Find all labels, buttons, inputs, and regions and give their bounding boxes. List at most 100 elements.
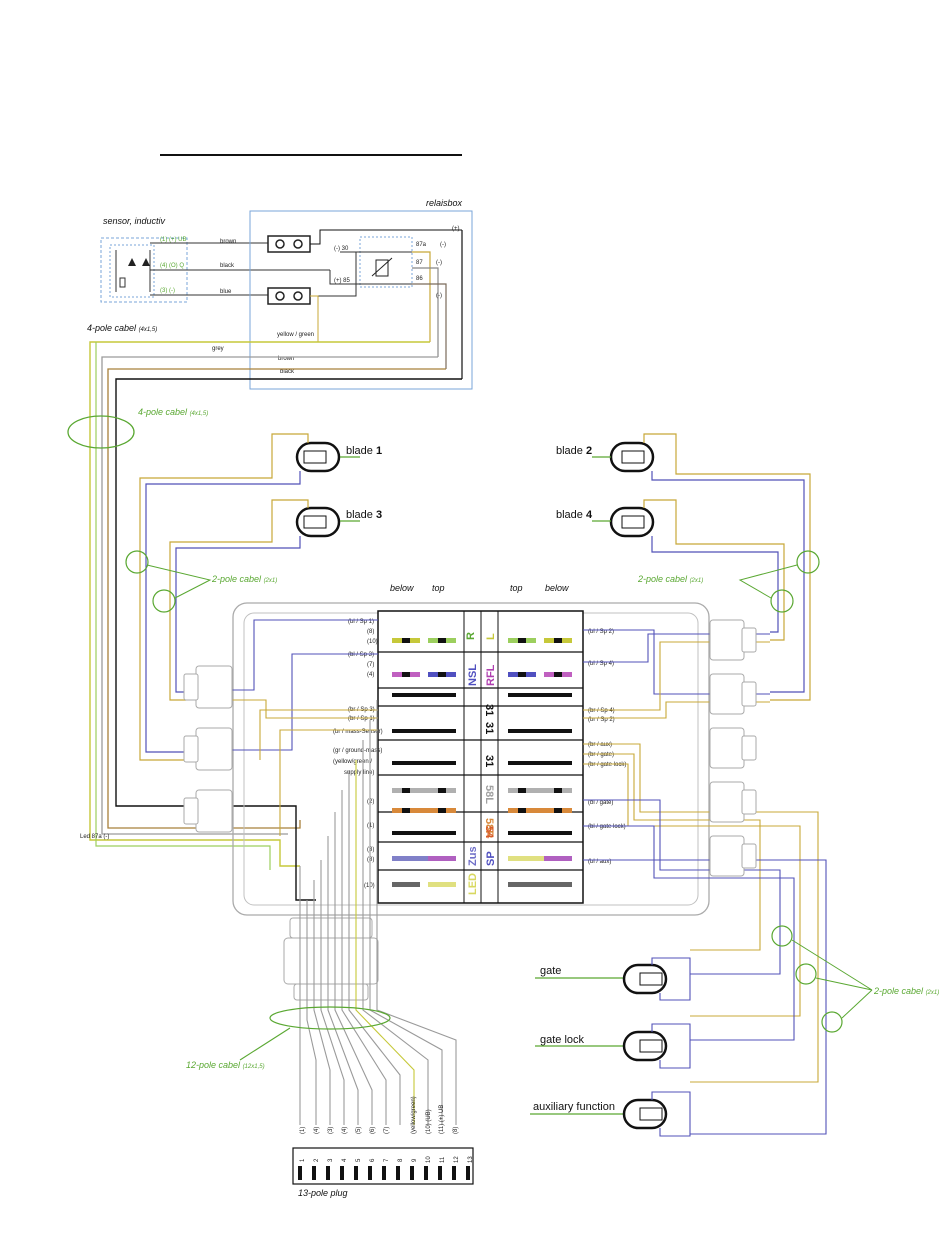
cable-marker (795, 963, 817, 985)
right-tag: (bl / aux) (588, 859, 611, 865)
two-pole-markers: 2-pole cabel (2x1) 2-pole cabel (2x1) (125, 550, 820, 613)
plug-pin-number: 6 (370, 1158, 376, 1162)
cable-label: 4-pole cabel (4x1,5) (87, 323, 157, 333)
relay-pin: 87a (416, 242, 427, 248)
lamp-blade-4[interactable]: blade 4 (556, 499, 785, 641)
cable-label: 2-pole cabel (2x1) (637, 574, 703, 584)
relay-pin: 87 (416, 260, 423, 266)
fuse-label: RFL (485, 664, 497, 686)
cable-label: 12-pole cabel (12x1,5) (186, 1060, 265, 1070)
plug-pin-number: 13 (468, 1156, 474, 1163)
plug-label: 13-pole plug (298, 1188, 348, 1198)
left-tag: (bl / Sp 3) (348, 652, 374, 658)
plug-tag: (4) (314, 1127, 320, 1134)
cable-marker (771, 925, 793, 947)
right-tag: (br / aux) (588, 742, 612, 748)
lamp-label: auxiliary function (533, 1101, 615, 1113)
right-tag: (bl / Sp 4) (588, 661, 614, 667)
gate-lamps: gate gate lock auxiliary function 2-pole… (530, 925, 939, 1137)
lamp-label: blade 4 (556, 509, 593, 521)
right-tag: (br / gate lock) (588, 762, 626, 768)
relay-pin: (-) 30 (334, 246, 349, 252)
left-tag: (bl / Sp 1) (348, 619, 374, 625)
cable-marker (821, 1011, 843, 1033)
cable-marker (770, 589, 794, 613)
lamp-gate-lock[interactable]: gate lock (535, 1023, 691, 1069)
lamp-icon (295, 441, 341, 473)
lamp-blade-2[interactable]: blade 2 (556, 433, 811, 701)
plug-pin-number: 10 (426, 1156, 432, 1163)
plug-tag: (yellow/green) (411, 1096, 417, 1134)
plug-pin-number: 9 (412, 1158, 418, 1162)
right-tag: (bl / gate lock) (588, 824, 626, 830)
terminal-block (267, 235, 311, 253)
right-tag: (bl / gate) (588, 800, 613, 806)
relaisbox-section: relaisbox (-) 30 (+) 85 87a 87 86 (+) (-… (249, 198, 473, 390)
wire-color-label: black (220, 263, 235, 269)
fuse-label: Zus (467, 846, 479, 866)
sensor-tag: (1) (+) UB (160, 237, 187, 243)
lamp-label: gate (540, 965, 561, 977)
fuse-label: R (465, 632, 477, 640)
sensor-title: sensor, inductiv (103, 216, 166, 226)
plug-tag: (1) (300, 1127, 306, 1134)
fuse-label: SP (485, 851, 497, 866)
junction-box-outer (232, 602, 710, 916)
fuse-row (392, 638, 456, 887)
wire-label: yellow / green (277, 332, 314, 338)
relay-pin: (+) 85 (334, 278, 351, 284)
plug-tag: (4) (342, 1127, 348, 1134)
plug-pin-number: 1 (300, 1158, 306, 1162)
left-tag: (7) (367, 662, 374, 668)
fuse-label: L (485, 633, 497, 640)
lamp-blade-3[interactable]: blade 3 (169, 499, 382, 701)
lamp-icon (609, 506, 655, 538)
relay-sign: (-) (436, 260, 442, 266)
diode-icon (128, 258, 136, 266)
cable-label: 2-pole cabel (2x1) (211, 574, 277, 584)
blade-lamps: blade 1 blade 3 blade 2 blade 4 (139, 433, 811, 761)
plug-tag: (3) (328, 1127, 334, 1134)
fuse-label: 31 (483, 755, 495, 767)
fuse-label: 58R (483, 818, 495, 838)
lamp-aux[interactable]: auxiliary function (530, 1091, 691, 1137)
fuse-label: 31 (483, 704, 495, 716)
relay-frame (359, 236, 413, 288)
lamp-blade-1[interactable]: blade 1 (139, 433, 382, 761)
plug-tag: (11) (+) UB (439, 1105, 445, 1134)
left-tag: (10) (364, 883, 375, 889)
lamp-icon (609, 441, 655, 473)
cable-label: 2-pole cabel (2x1) (873, 986, 939, 996)
left-tag: (br / Sp 1) (348, 716, 375, 722)
plug-pin-number: 11 (440, 1156, 446, 1163)
terminal-block (267, 287, 311, 305)
fuse-label: NSL (467, 664, 479, 686)
plug-pin-number: 3 (328, 1158, 334, 1162)
right-tag: (br / Sp 4) (588, 708, 615, 714)
wire-label: grey (212, 346, 224, 352)
sensor-section: sensor, inductiv (1) (+) UB (4) (O) Q (3… (100, 216, 330, 303)
plug-tag: (5) (356, 1127, 362, 1134)
lamp-gate[interactable]: gate (535, 957, 691, 1001)
plug-pin-number: 4 (342, 1158, 348, 1162)
right-tag: (br / gate) (588, 752, 614, 758)
plug-pin-number: 5 (356, 1158, 362, 1162)
cable-bundle-marker (67, 415, 135, 449)
cable-bundle-marker (269, 1006, 391, 1030)
cable-label: 4-pole cabel (4x1,5) (138, 407, 208, 417)
plug-pin-number: 8 (398, 1158, 404, 1162)
header-right-below: below (545, 583, 569, 593)
lamp-label: blade 2 (556, 445, 592, 457)
relay-sign: (+) (452, 226, 460, 232)
lamp-label: blade 1 (346, 445, 382, 457)
header-left-below: below (390, 583, 414, 593)
sensor-inner-box (109, 244, 155, 298)
diode-icon (142, 258, 150, 266)
left-tag: (br / mass-Sensor) (333, 729, 383, 735)
plug-pin-number: 2 (314, 1158, 320, 1162)
plug-tag: (10) (UB) (426, 1109, 432, 1134)
relay-sign: (-) (440, 242, 446, 248)
cable-marker (125, 550, 149, 574)
relay-pin: 86 (416, 276, 423, 282)
left-tag: supply line) (344, 770, 374, 776)
